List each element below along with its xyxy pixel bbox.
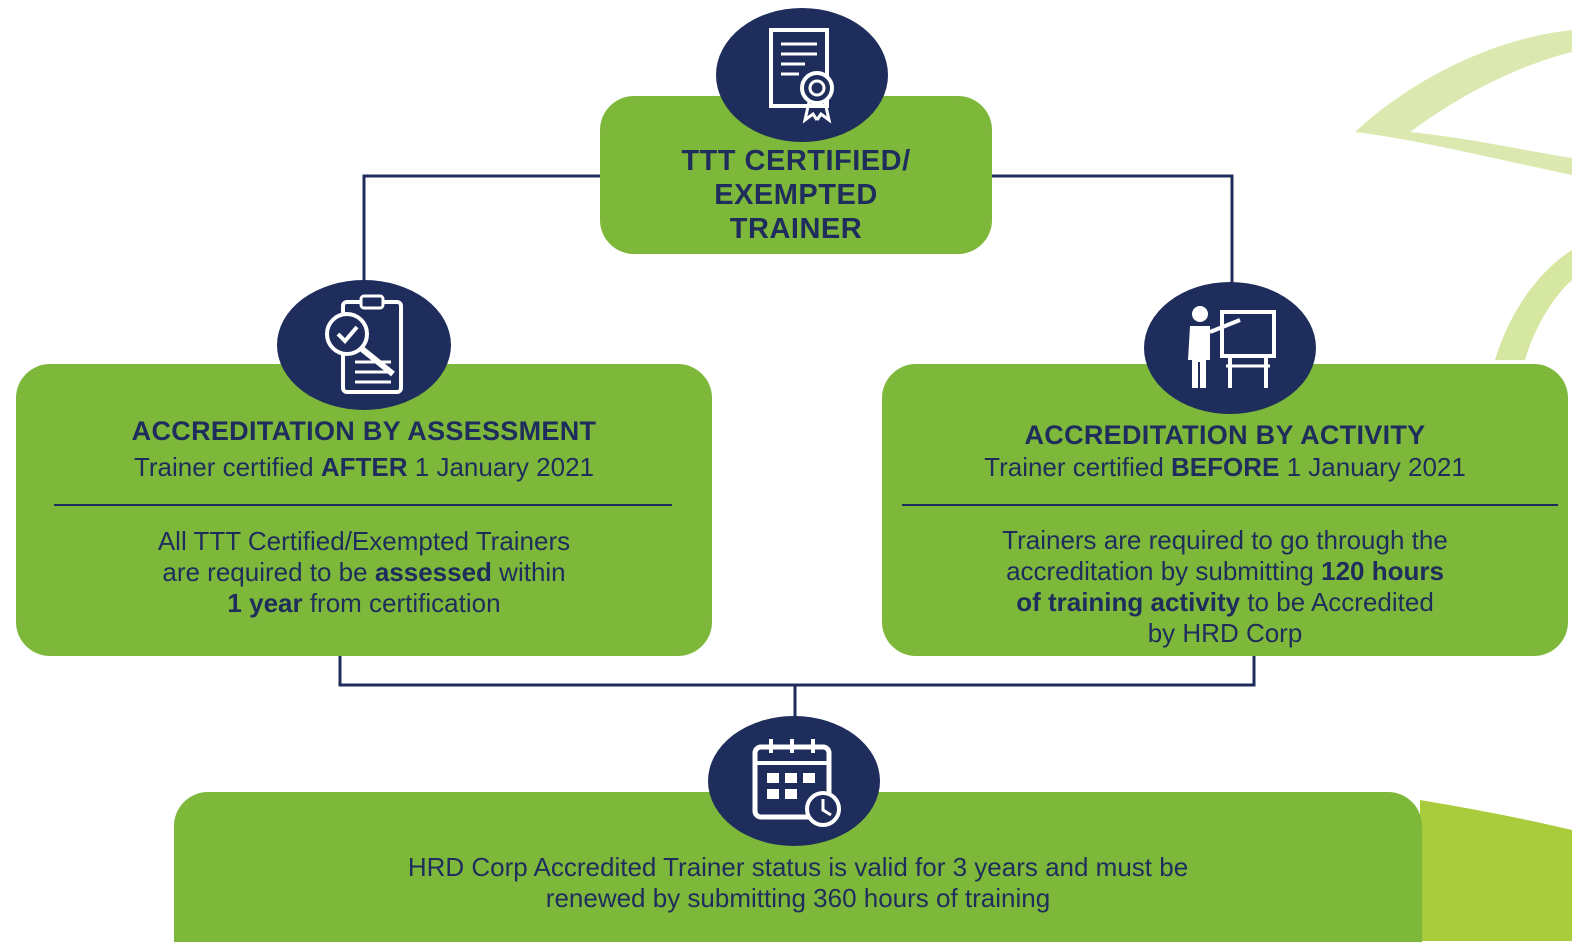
assessment-desc-2-pre: are required to be [162, 557, 375, 587]
activity-description: Trainers are required to go through the … [892, 525, 1558, 649]
assessment-description: All TTT Certified/Exempted Trainers are … [36, 526, 692, 619]
activity-desc-3-post: to be Accredited [1240, 587, 1434, 617]
assessment-desc-line-3: 1 year from certification [36, 588, 692, 619]
activity-desc-2-bold: 120 hours [1321, 556, 1444, 586]
activity-subtitle: Trainer certified BEFORE 1 January 2021 [882, 452, 1568, 483]
connector-top-right [992, 174, 1234, 290]
assessment-sub-bold: AFTER [320, 452, 408, 482]
title-line-2: EXEMPTED [714, 179, 878, 211]
activity-desc-3-bold: of training activity [1016, 587, 1241, 617]
leaf-decoration-mid-inner [1525, 280, 1572, 360]
activity-sub-post: 1 January 2021 [1279, 452, 1466, 482]
assessment-desc-line-2: are required to be assessed within [36, 557, 692, 588]
activity-desc-line-1: Trainers are required to go through the [1002, 525, 1448, 555]
certificate-icon [716, 8, 888, 142]
ttt-certified-box: TTT CERTIFIED/ EXEMPTED TRAINER [600, 96, 992, 254]
assessment-subtitle: Trainer certified AFTER 1 January 2021 [16, 452, 712, 483]
activity-desc-2-pre: accreditation by submitting [1006, 556, 1322, 586]
ttt-certified-title: TTT CERTIFIED/ EXEMPTED TRAINER [600, 144, 992, 246]
presenter-board-icon [1144, 282, 1316, 414]
activity-desc-line-4: by HRD Corp [1147, 618, 1303, 648]
leaf-decoration-top-inner [1410, 52, 1572, 158]
activity-title: ACCREDITATION BY ACTIVITY [1024, 420, 1426, 450]
accreditation-by-activity-box: ACCREDITATION BY ACTIVITY Trainer certif… [882, 364, 1568, 656]
accreditation-by-assessment-box: ACCREDITATION BY ASSESSMENT Trainer cert… [16, 364, 712, 656]
status-line-2: renewed by submitting 360 hours of train… [545, 883, 1051, 913]
clipboard-check-icon [277, 280, 451, 410]
status-line-1: HRD Corp Accredited Trainer status is va… [407, 852, 1189, 882]
assessment-sub-pre: Trainer certified [133, 452, 321, 482]
assessment-sub-post: 1 January 2021 [407, 452, 594, 482]
activity-divider [902, 504, 1558, 506]
accredited-status-text: HRD Corp Accredited Trainer status is va… [214, 852, 1382, 914]
activity-sub-bold: BEFORE [1171, 452, 1280, 482]
connector-top-left [362, 174, 600, 290]
connector-bottom-join [338, 656, 1256, 687]
activity-desc-line-3: of training activity to be Accredited [892, 587, 1558, 618]
title-line-3: TRAINER [729, 213, 863, 245]
assessment-desc-2-post: within [491, 557, 566, 587]
assessment-desc-3-bold: 1 year [227, 588, 303, 618]
activity-sub-pre: Trainer certified [984, 452, 1172, 482]
assessment-desc-3-post: from certification [302, 588, 501, 618]
title-line-1: TTT CERTIFIED/ [681, 145, 911, 177]
assessment-desc-2-bold: assessed [374, 557, 492, 587]
activity-desc-line-2: accreditation by submitting 120 hours [892, 556, 1558, 587]
leaf-decoration-bottom [1420, 800, 1572, 941]
assessment-title: ACCREDITATION BY ASSESSMENT [131, 416, 597, 446]
calendar-clock-icon [708, 716, 880, 846]
assessment-divider [54, 504, 672, 506]
assessment-desc-line-1: All TTT Certified/Exempted Trainers [157, 526, 571, 556]
